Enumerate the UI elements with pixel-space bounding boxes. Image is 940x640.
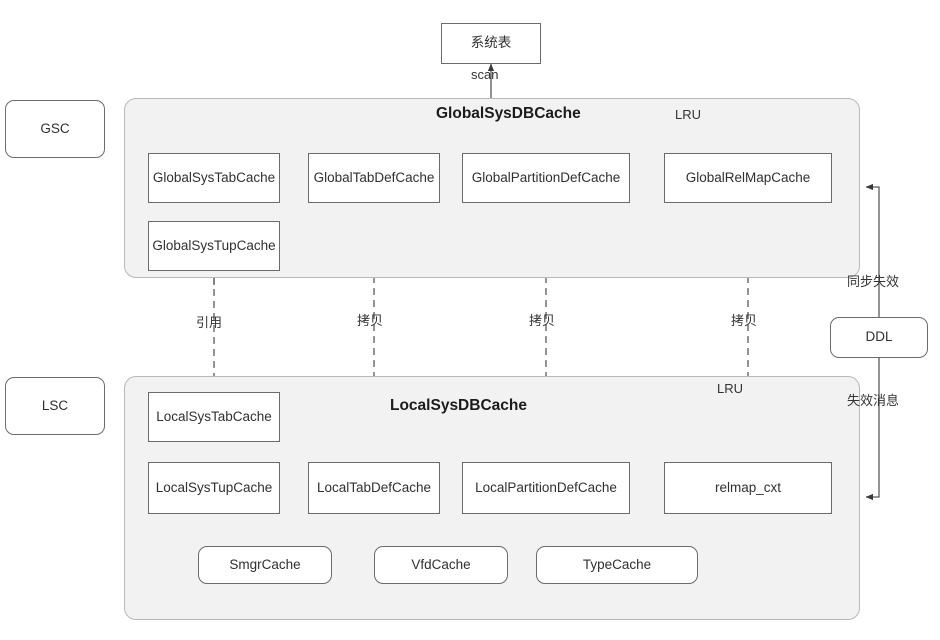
lsc-side-label-box[interactable]: LSC — [5, 377, 105, 435]
global-rel-map-cache-node[interactable]: GlobalRelMapCache — [664, 153, 832, 203]
edge-sync-invalidate — [865, 183, 880, 317]
scan-edge-label: scan — [471, 67, 499, 82]
smgr-cache-label: SmgrCache — [229, 556, 301, 572]
local-tab-def-cache-node[interactable]: LocalTabDefCache — [308, 462, 440, 514]
system-table-node[interactable]: 系统表 — [441, 23, 541, 64]
ddl-node[interactable]: DDL — [830, 317, 928, 358]
relmap-cxt-node[interactable]: relmap_cxt — [664, 462, 832, 514]
gsc-side-label-box[interactable]: GSC — [5, 100, 105, 158]
global-sys-tab-cache-label: GlobalSysTabCache — [152, 169, 276, 185]
edge-label-sync-invalidate: 同步失效 — [847, 275, 900, 290]
lsc-lru-label: LRU — [717, 381, 744, 396]
edge-label-copy-3: 拷贝 — [731, 314, 758, 329]
lsc-side-label: LSC — [41, 397, 69, 413]
gsc-group-title: GlobalSysDBCache — [436, 105, 581, 122]
ddl-label: DDL — [865, 329, 893, 345]
local-partition-def-cache-node[interactable]: LocalPartitionDefCache — [462, 462, 630, 514]
relmap-cxt-label: relmap_cxt — [714, 479, 782, 495]
local-sys-tab-cache-label: LocalSysTabCache — [156, 408, 272, 424]
local-sys-tab-cache-node[interactable]: LocalSysTabCache — [148, 392, 280, 442]
type-cache-node[interactable]: TypeCache — [536, 546, 698, 584]
lsc-group-title: LocalSysDBCache — [390, 397, 527, 414]
local-sys-tup-cache-node[interactable]: LocalSysTupCache — [148, 462, 280, 514]
local-sys-tup-cache-label: LocalSysTupCache — [155, 479, 273, 495]
vfd-cache-label: VfdCache — [411, 556, 471, 572]
edge-label-copy-2: 拷贝 — [529, 314, 556, 329]
global-sys-tup-cache-node[interactable]: GlobalSysTupCache — [148, 221, 280, 271]
local-partition-def-cache-label: LocalPartitionDefCache — [475, 479, 617, 495]
edge-label-reference: 引用 — [196, 316, 223, 331]
gsc-side-label: GSC — [40, 120, 70, 136]
vfd-cache-node[interactable]: VfdCache — [374, 546, 508, 584]
local-tab-def-cache-label: LocalTabDefCache — [316, 479, 432, 495]
global-sys-tab-cache-node[interactable]: GlobalSysTabCache — [148, 153, 280, 203]
edge-label-invalidate-message: 失效消息 — [847, 394, 900, 409]
edge-label-copy-1: 拷贝 — [357, 314, 384, 329]
global-partition-def-cache-label: GlobalPartitionDefCache — [471, 169, 621, 185]
global-tab-def-cache-node[interactable]: GlobalTabDefCache — [308, 153, 440, 203]
smgr-cache-node[interactable]: SmgrCache — [198, 546, 332, 584]
global-sys-tup-cache-label: GlobalSysTupCache — [152, 237, 276, 253]
global-partition-def-cache-node[interactable]: GlobalPartitionDefCache — [462, 153, 630, 203]
gsc-lru-label: LRU — [675, 107, 702, 122]
type-cache-label: TypeCache — [582, 556, 652, 572]
edge-invalidate-message — [865, 358, 880, 501]
global-rel-map-cache-label: GlobalRelMapCache — [685, 169, 811, 185]
global-tab-def-cache-label: GlobalTabDefCache — [313, 169, 435, 185]
system-table-label: 系统表 — [470, 35, 512, 51]
